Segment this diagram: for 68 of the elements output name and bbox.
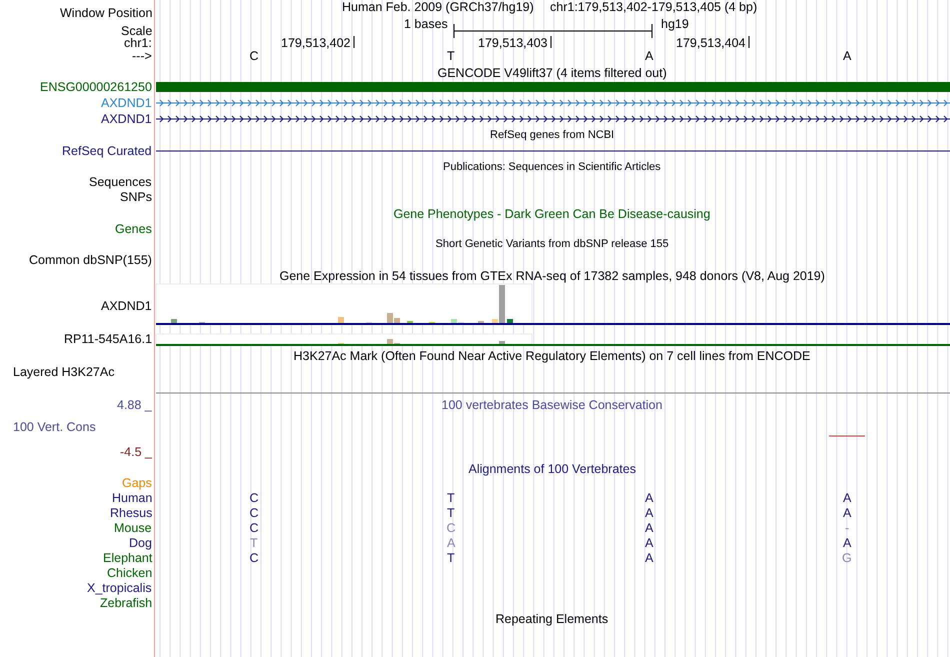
base-letter: A [645, 491, 654, 505]
base-letter: G [842, 551, 852, 565]
track-label: Common dbSNP(155) [29, 253, 152, 267]
base-letter: A [645, 536, 654, 550]
track-title: Gene Phenotypes - Dark Green Can Be Disease-causing [394, 207, 710, 221]
track-title: Alignments of 100 Vertebrates [468, 462, 636, 476]
base-letter: A [843, 49, 852, 63]
base-letter: A [645, 49, 654, 63]
track-label: chr1: [124, 36, 152, 50]
track-label: Scale [121, 24, 152, 38]
track-label: Gaps [122, 476, 152, 490]
track-label: AXDND1 [101, 299, 152, 313]
track-title: H3K27Ac Mark (Often Found Near Active Regulatory Elements) on 7 cell lines from ENCODE [294, 349, 810, 363]
scale-text: hg19 [661, 17, 689, 31]
track-title: Publications: Sequences in Scientific Articles [443, 160, 661, 174]
species-label: X_tropicalis [87, 581, 152, 595]
position-number: 179,513,403 [478, 36, 548, 50]
track-label: ENSG00000261250 [40, 80, 152, 94]
scale-text: 1 bases [404, 17, 448, 31]
axis-value: 4.88 _ [117, 398, 152, 412]
track-label: RefSeq Curated [62, 144, 152, 158]
base-letter: T [447, 491, 455, 505]
track-title: Short Genetic Variants from dbSNP release 155 [436, 237, 669, 251]
base-letter: T [447, 49, 455, 63]
track-label: ---> [132, 49, 152, 63]
base-letter: C [250, 506, 259, 520]
base-letter: A [447, 536, 456, 550]
base-letter: C [250, 491, 259, 505]
base-letter: A [843, 536, 852, 550]
track-title: RefSeq genes from NCBI [490, 128, 614, 142]
base-letter: A [645, 506, 654, 520]
track-title: Repeating Elements [496, 612, 608, 626]
species-label: Dog [129, 536, 152, 550]
base-letter: A [843, 491, 852, 505]
track-label: 100 Vert. Cons [13, 420, 96, 434]
axis-value: -4.5 _ [120, 445, 152, 459]
header-text: Human Feb. 2009 (GRCh37/hg19) [342, 0, 534, 14]
track-label: Window Position [60, 6, 152, 20]
header-text: chr1:179,513,402-179,513,405 (4 bp) [550, 0, 758, 14]
track-label: AXDND1 [101, 96, 152, 110]
base-letter: T [447, 506, 455, 520]
base-letter: C [446, 521, 456, 535]
base-letter: C [250, 551, 259, 565]
species-label: Mouse [114, 521, 152, 535]
base-letter: T [447, 551, 455, 565]
base-letter: C [250, 49, 259, 63]
track-label: RP11-545A16.1 [64, 332, 152, 346]
base-letter: A [843, 506, 852, 520]
track-title: Gene Expression in 54 tissues from GTEx RNA-seq of 17382 samples, 948 donors (V8, Aug 2019) [280, 269, 825, 283]
base-letter: - [845, 521, 850, 535]
track-title: 100 vertebrates Basewise Conservation [442, 398, 662, 412]
species-label: Zebrafish [100, 596, 152, 610]
track-label: Sequences [89, 175, 152, 189]
track-label: AXDND1 [101, 112, 152, 126]
base-letter: T [250, 536, 258, 550]
track-label: SNPs [120, 190, 152, 204]
species-label: Chicken [107, 566, 152, 580]
species-label: Elephant [103, 551, 152, 565]
track-label: Genes [115, 222, 152, 236]
species-label: Human [112, 491, 152, 505]
species-label: Rhesus [110, 506, 152, 520]
position-number: 179,513,402 [281, 36, 351, 50]
track-title: GENCODE V49lift37 (4 items filtered out) [438, 66, 667, 80]
base-letter: A [645, 551, 654, 565]
base-letter: A [645, 521, 654, 535]
position-number: 179,513,404 [676, 36, 746, 50]
track-label: Layered H3K27Ac [13, 365, 114, 379]
base-letter: C [250, 521, 259, 535]
